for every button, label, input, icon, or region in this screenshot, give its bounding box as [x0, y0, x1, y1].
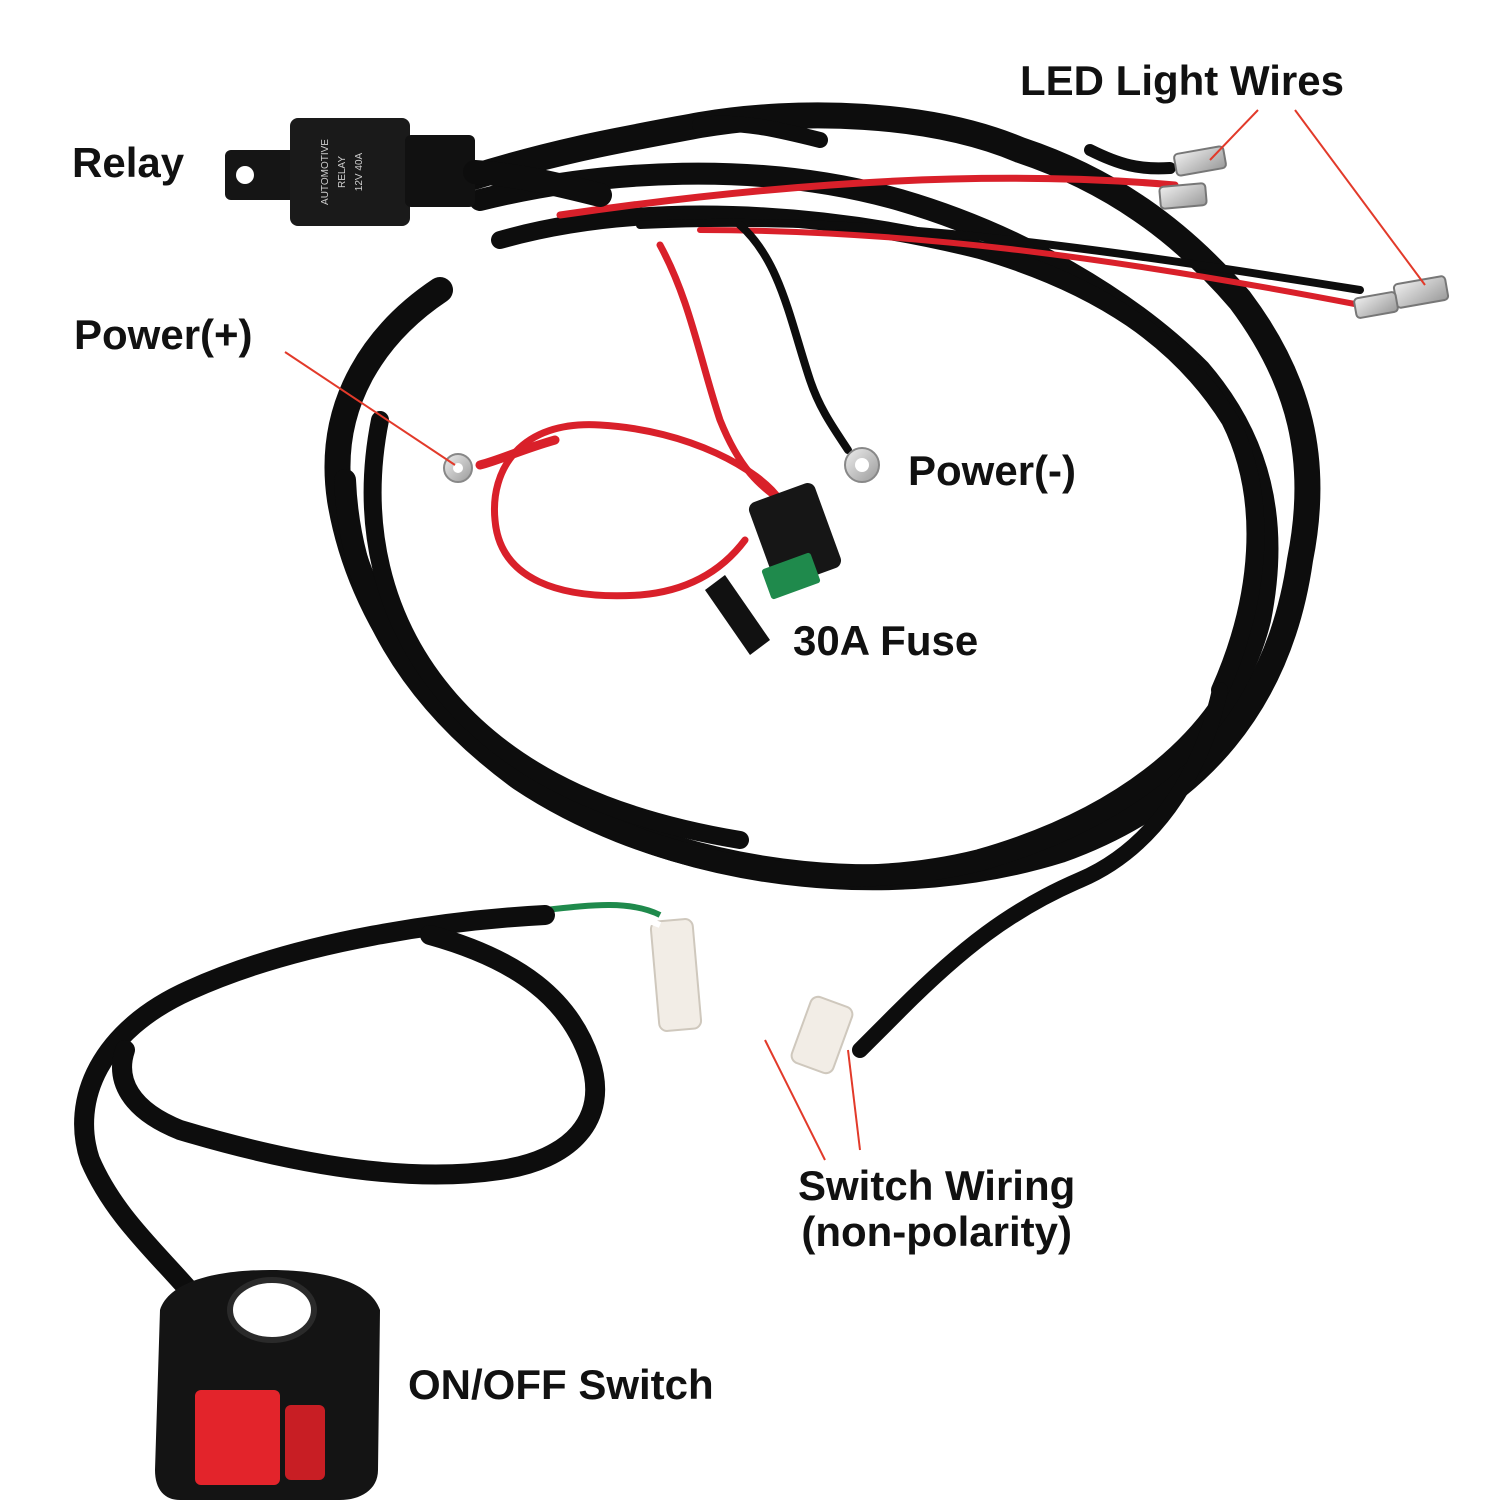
fuse-holder — [705, 482, 842, 655]
led-light-wires — [556, 174, 1364, 308]
label-switch-wiring-line2: (non-polarity) — [801, 1208, 1072, 1256]
label-30a-fuse: 30A Fuse — [793, 617, 979, 664]
relay-print-line3: 12V 40A — [354, 152, 365, 191]
relay-print-line1: AUTOMOTIVE — [320, 139, 331, 205]
label-power-positive: Power(+) — [74, 311, 253, 358]
power-negative-wire — [736, 221, 880, 483]
leader-lines — [284, 109, 1426, 1161]
label-on-off-switch: ON/OFF Switch — [408, 1361, 714, 1408]
switch-cable — [74, 905, 605, 1340]
led-wire-terminals — [1158, 145, 1450, 319]
label-led-light-wires: LED Light Wires — [1020, 57, 1344, 104]
label-relay: Relay — [72, 139, 185, 186]
power-positive-wire — [475, 241, 784, 600]
on-off-switch-body — [155, 1270, 380, 1500]
power-positive-ring-terminal — [443, 453, 473, 483]
label-power-negative: Power(-) — [908, 447, 1076, 494]
label-switch-wiring-line1: Switch Wiring — [798, 1162, 1076, 1209]
switch-connectors — [544, 902, 854, 1075]
main-harness-bundle — [324, 102, 1321, 1058]
relay-print-line2: RELAY — [337, 156, 348, 188]
relay-module: AUTOMOTIVE RELAY 12V 40A — [225, 118, 612, 226]
label-switch-wiring: Switch Wiring (non-polarity) — [798, 1162, 1076, 1256]
